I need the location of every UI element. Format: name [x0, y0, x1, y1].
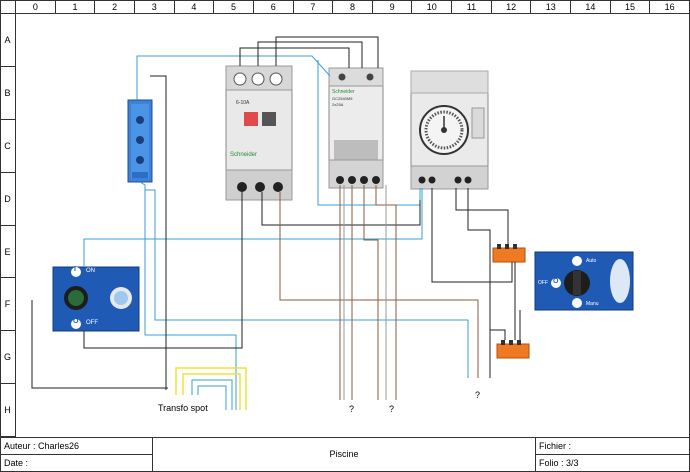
title-block-folio: Folio : 3/3: [535, 454, 690, 472]
wire-blue-5: [145, 189, 469, 378]
switch-panel: [52, 266, 140, 332]
switch-off-label: OFF: [86, 320, 98, 326]
column-label: 11: [452, 0, 492, 14]
wire-black-10: [467, 188, 491, 378]
author-text: Auteur : Charles26: [4, 441, 80, 451]
column-label: 12: [491, 0, 532, 14]
selector-off-label: OFF: [538, 280, 548, 286]
column-label: 1: [55, 0, 96, 14]
row-label: H: [0, 384, 16, 437]
wire-blue-4: [139, 181, 237, 410]
row-label: D: [0, 172, 16, 226]
wire-black-8: [431, 188, 513, 283]
wire-yellow-1: [175, 367, 247, 410]
column-label: 16: [650, 0, 690, 14]
column-label: 3: [134, 0, 175, 14]
wire-yellow-2: [182, 373, 241, 410]
wire-black-4: [150, 75, 167, 390]
column-label: 6: [253, 0, 294, 14]
title-block-date: Date :: [0, 454, 153, 472]
breaker-brand: Schneider: [230, 152, 257, 158]
column-label: 13: [531, 0, 572, 14]
wire-black-7: [31, 300, 168, 389]
title-block-file: Fichier :: [535, 437, 690, 455]
wire-yellow-3: [191, 379, 233, 410]
wire-blue-1: [136, 55, 331, 100]
wire-black-9: [455, 188, 509, 248]
title-block-author: Auteur : Charles26: [0, 437, 153, 455]
wire-black-12: [490, 329, 506, 340]
row-label: F: [0, 278, 16, 332]
switch-on-label: ON: [86, 268, 95, 274]
column-label: 2: [95, 0, 135, 14]
row-label: C: [0, 119, 16, 173]
row-label: G: [0, 331, 16, 385]
contactor-brand: Schneider: [332, 89, 355, 95]
column-label: 5: [214, 0, 254, 14]
wire-yellow-4: [197, 385, 227, 410]
unknown-label-2: ?: [389, 404, 395, 414]
column-label: 14: [571, 0, 611, 14]
column-label: 0: [16, 0, 56, 14]
wire-black-1: [239, 47, 350, 68]
timer: [410, 70, 489, 190]
folio-text: Folio : 3/3: [539, 458, 579, 468]
column-label: 7: [293, 0, 334, 14]
sheet-title: Piscine: [329, 449, 359, 459]
row-label: E: [0, 225, 16, 279]
contactor: Schneider GC2540M5 2x25A: [328, 67, 384, 189]
row-label: A: [0, 14, 16, 67]
transfo-label: Transfo spot: [158, 403, 208, 413]
column-label: 10: [412, 0, 453, 14]
contactor-rating: 2x25A: [332, 102, 344, 107]
wire-black-5: [83, 192, 243, 349]
wire-black-6: [261, 192, 421, 226]
motor-breaker: 6-10A Schneider: [225, 65, 293, 201]
wire-black-3: [275, 36, 379, 68]
selector-off-symbol: O: [553, 278, 559, 285]
column-label: 9: [372, 0, 413, 14]
unknown-label-3: ?: [475, 390, 481, 400]
column-label: 4: [174, 0, 215, 14]
selector-panel: [534, 251, 634, 311]
terminal-block: [127, 99, 153, 183]
wire-brown-4: [363, 185, 379, 400]
date-text: Date :: [4, 458, 29, 468]
wire-blue-3: [83, 188, 423, 267]
switch-off-symbol: O: [73, 318, 79, 325]
wire-black-2: [257, 41, 363, 68]
breaker-range: 6-10A: [236, 100, 250, 106]
column-label: 8: [333, 0, 373, 14]
connector-top: [492, 244, 526, 263]
title-block-title: Piscine: [152, 437, 536, 472]
connector-bottom: [496, 340, 530, 359]
grid-corner: [0, 0, 16, 14]
selector-manu-label: Manu: [586, 301, 599, 307]
switch-on-symbol: I: [74, 266, 76, 273]
selector-auto-label: Auto: [586, 258, 597, 264]
unknown-label-1: ?: [349, 404, 355, 414]
row-label: B: [0, 66, 16, 120]
wire-brown-1: [279, 192, 479, 378]
file-text: Fichier :: [539, 441, 572, 451]
column-label: 15: [610, 0, 651, 14]
contactor-model: GC2540M5: [332, 96, 353, 101]
